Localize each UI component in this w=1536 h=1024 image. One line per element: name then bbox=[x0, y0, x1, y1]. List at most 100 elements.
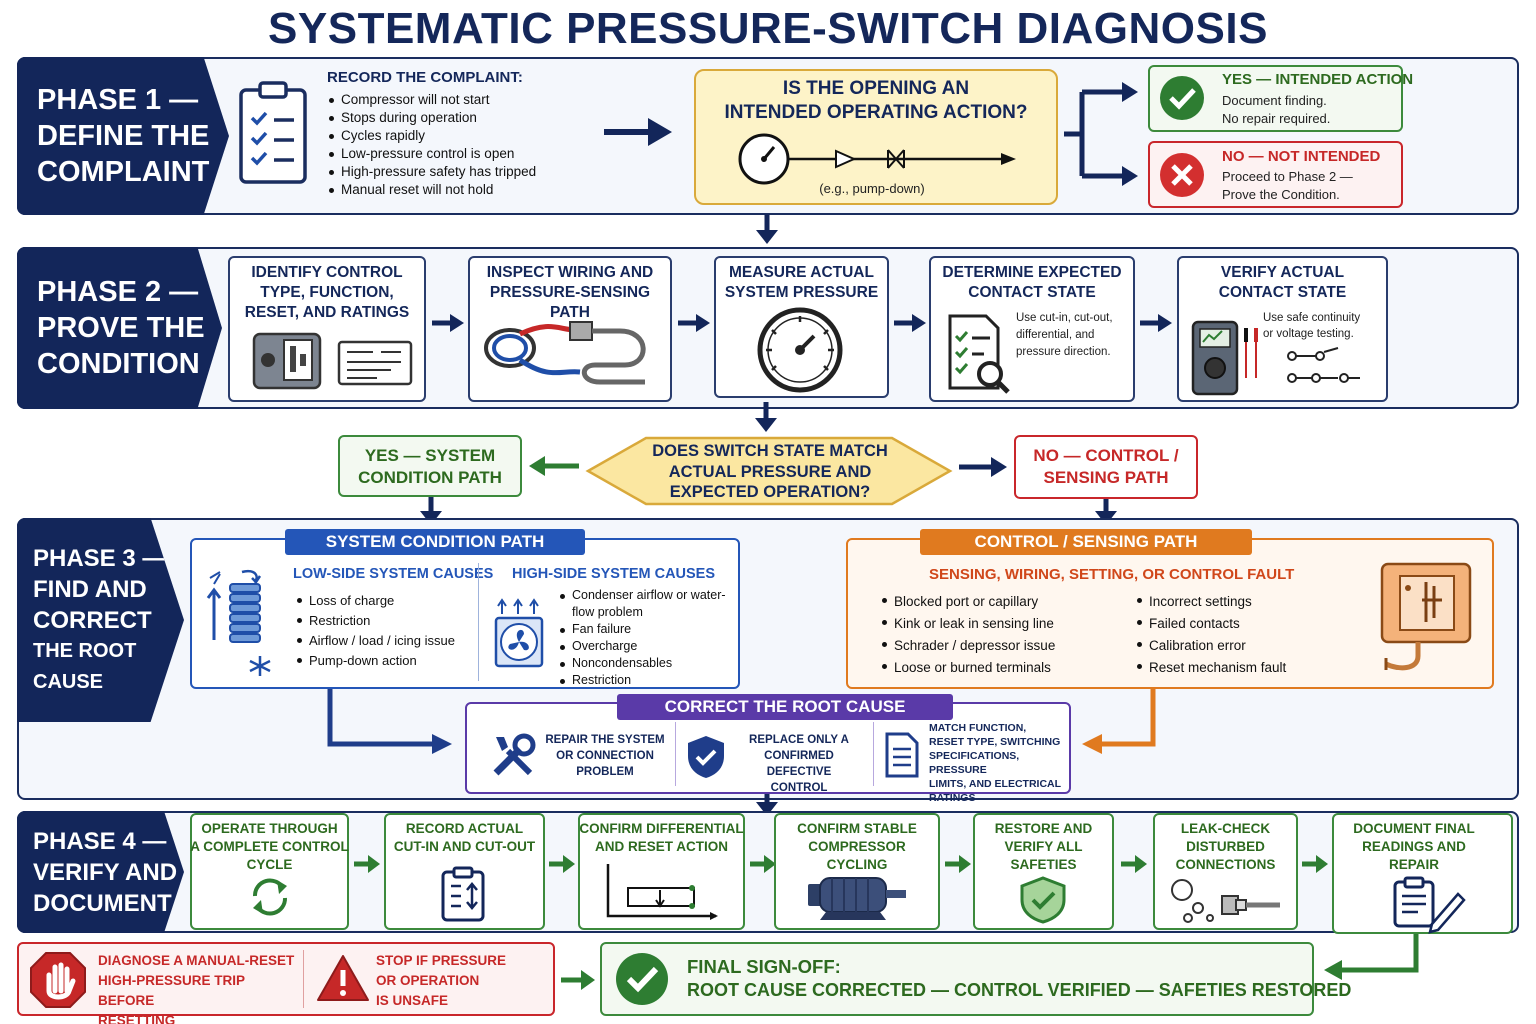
low-side-title: LOW-SIDE SYSTEM CAUSES bbox=[293, 566, 494, 582]
differential-graph-icon bbox=[606, 864, 718, 920]
cycle-arrows-icon bbox=[252, 878, 288, 916]
low-side-list: Loss of charge Restriction Airflow / loa… bbox=[295, 591, 475, 671]
arrow-down-icon bbox=[756, 214, 778, 244]
yes-intended-text: Document finding. No repair required. bbox=[1222, 93, 1331, 126]
correct-root-cause-header: CORRECT THE ROOT CAUSE bbox=[617, 694, 953, 720]
phase-3-tab: PHASE 3 — FIND AND CORRECT THE ROOT CAUS… bbox=[17, 518, 184, 722]
match-specs-text: MATCH FUNCTION, RESET TYPE, SWITCHING SP… bbox=[929, 722, 1062, 804]
list-item: Compressor will not start bbox=[327, 91, 587, 109]
final-signoff-heading: FINAL SIGN-OFF: bbox=[687, 956, 841, 977]
checkmark-circle-icon bbox=[616, 953, 668, 1005]
control-sensing-path-header: CONTROL / SENSING PATH bbox=[920, 529, 1252, 555]
branch-arrow-icon bbox=[1064, 82, 1138, 186]
list-item: Restriction bbox=[295, 611, 475, 631]
yes-intended-title: YES — INTENDED ACTION bbox=[1222, 71, 1414, 88]
verify-contact-note: Use safe continuity or voltage testing. bbox=[1263, 312, 1361, 340]
correct-divider bbox=[873, 722, 874, 786]
shield-check-icon bbox=[1020, 876, 1066, 924]
arrow-right-icon bbox=[945, 855, 971, 873]
intended-action-question: IS THE OPENING AN INTENDED OPERATING ACT… bbox=[724, 78, 1028, 123]
repair-system-text: REPAIR THE SYSTEM OR CONNECTION PROBLEM bbox=[545, 734, 665, 778]
no-control-sensing-box bbox=[1014, 435, 1198, 499]
list-item: Calibration error bbox=[1135, 635, 1335, 657]
list-item: Stops during operation bbox=[327, 109, 587, 127]
arrow-right-icon bbox=[750, 855, 776, 873]
arrow-right-icon bbox=[1302, 855, 1328, 873]
expected-contact-note: Use cut-in, cut-out, differential, and p… bbox=[1016, 312, 1113, 358]
return-arrow-icon bbox=[1324, 934, 1419, 980]
arrow-right-icon bbox=[959, 457, 1007, 477]
decision-question: DOES SWITCH STATE MATCH ACTUAL PRESSURE … bbox=[652, 442, 888, 501]
yes-system-condition-box bbox=[338, 435, 522, 497]
restore-safeties-title: RESTORE AND VERIFY ALL SAFETIES bbox=[994, 821, 1093, 872]
pressure-control-device-icon bbox=[1380, 562, 1472, 671]
connector-arrow-blue bbox=[327, 689, 452, 754]
leak-check-title: LEAK-CHECK DISTURBED CONNECTIONS bbox=[1175, 821, 1276, 872]
page-title: SYSTEMATIC PRESSURE-SWITCH DIAGNOSIS bbox=[268, 4, 1268, 53]
leak-bubbles-icon bbox=[1171, 879, 1280, 923]
final-signoff-text: ROOT CAUSE CORRECTED — CONTROL VERIFIED … bbox=[687, 980, 1352, 1000]
document-icon bbox=[885, 732, 919, 778]
control-fault-title: SENSING, WIRING, SETTING, OR CONTROL FAU… bbox=[929, 566, 1295, 583]
arrow-right-icon bbox=[549, 855, 575, 873]
clipboard-record-icon bbox=[441, 866, 485, 922]
replace-control-text: REPLACE ONLY A CONFIRMED DEFECTIVE CONTR… bbox=[749, 734, 849, 794]
list-item: Restriction bbox=[558, 672, 733, 689]
arrow-right-icon bbox=[432, 314, 464, 332]
list-item: Failed contacts bbox=[1135, 613, 1335, 635]
yes-system-condition-label: YES — SYSTEM CONDITION PATH bbox=[358, 446, 502, 487]
system-condition-path-header: SYSTEM CONDITION PATH bbox=[285, 529, 585, 555]
leak-check-step bbox=[1153, 813, 1298, 930]
high-side-title: HIGH-SIDE SYSTEM CAUSES bbox=[512, 566, 716, 582]
arrow-right-icon bbox=[561, 970, 595, 990]
arrow-right-icon bbox=[1140, 314, 1172, 332]
list-item: Low-pressure control is open bbox=[327, 145, 587, 163]
arrow-left-icon bbox=[529, 456, 579, 476]
document-final-title: DOCUMENT FINAL READINGS AND REPAIR bbox=[1353, 821, 1475, 872]
checklist-magnifier-icon bbox=[948, 314, 1010, 394]
decision-diamond bbox=[585, 436, 953, 506]
x-circle-icon bbox=[1160, 153, 1204, 197]
measure-pressure-title: MEASURE ACTUAL SYSTEM PRESSURE bbox=[724, 264, 879, 301]
confirm-differential-title: CONFIRM DIFFERENTIAL AND RESET ACTION bbox=[579, 821, 744, 854]
gauge-and-valve-icon bbox=[738, 133, 1016, 185]
operate-cycle-title: OPERATE THROUGH A COMPLETE CONTROL CYCLE bbox=[190, 821, 349, 872]
confirm-differential-step bbox=[578, 813, 745, 930]
record-complaint-heading: RECORD THE COMPLAINT: bbox=[327, 69, 523, 86]
checkmark-circle-icon bbox=[1160, 76, 1204, 120]
list-item: Airflow / load / icing issue bbox=[295, 631, 475, 651]
connector-arrow-orange bbox=[1082, 689, 1156, 754]
arrow-right-icon bbox=[894, 314, 926, 332]
identify-control-title: IDENTIFY CONTROL TYPE, FUNCTION, RESET, … bbox=[244, 264, 410, 321]
system-path-divider bbox=[478, 563, 479, 681]
warning-divider bbox=[303, 950, 304, 1008]
list-item: Overcharge bbox=[558, 638, 733, 655]
list-item: Cycles rapidly bbox=[327, 127, 587, 145]
list-item: Reset mechanism fault bbox=[1135, 657, 1335, 679]
pressure-control-unit-icon bbox=[252, 332, 322, 390]
warning-triangle-icon bbox=[317, 955, 369, 1001]
high-side-list: Condenser airflow or water-flow problem … bbox=[558, 587, 733, 689]
final-signoff-box bbox=[600, 942, 1314, 1016]
clipboard-pen-icon bbox=[1393, 876, 1466, 934]
list-item: Blocked port or capillary bbox=[880, 591, 1120, 613]
record-cutin-title: RECORD ACTUAL CUT-IN AND CUT-OUT bbox=[393, 821, 536, 854]
arrow-down-icon bbox=[756, 794, 778, 816]
manual-reset-warning: DIAGNOSE A MANUAL-RESET HIGH-PRESSURE TR… bbox=[98, 953, 295, 1024]
list-item: Schrader / depressor issue bbox=[880, 635, 1120, 657]
wiring-and-capillary-icon bbox=[484, 321, 646, 385]
phase-4-tab: PHASE 4 — VERIFY AND DOCUMENT bbox=[17, 811, 184, 933]
condenser-fan-icon bbox=[494, 598, 544, 668]
control-fault-list-left: Blocked port or capillary Kink or leak i… bbox=[880, 591, 1120, 679]
evaporator-coil-icon bbox=[206, 569, 271, 676]
nameplate-icon bbox=[337, 340, 413, 386]
no-control-sensing-label: NO — CONTROL / SENSING PATH bbox=[1033, 446, 1179, 487]
unsafe-stop-warning: STOP IF PRESSURE OR OPERATION IS UNSAFE bbox=[376, 953, 507, 1008]
list-item: Pump-down action bbox=[295, 651, 475, 671]
list-item: High-pressure safety has tripped bbox=[327, 163, 587, 181]
verify-contact-title: VERIFY ACTUAL CONTACT STATE bbox=[1218, 264, 1347, 301]
arrow-down-icon bbox=[755, 402, 777, 432]
stable-cycling-title: CONFIRM STABLE COMPRESSOR CYCLING bbox=[797, 821, 917, 872]
arrow-right-icon bbox=[1121, 855, 1147, 873]
pressure-gauge-icon bbox=[757, 307, 843, 393]
